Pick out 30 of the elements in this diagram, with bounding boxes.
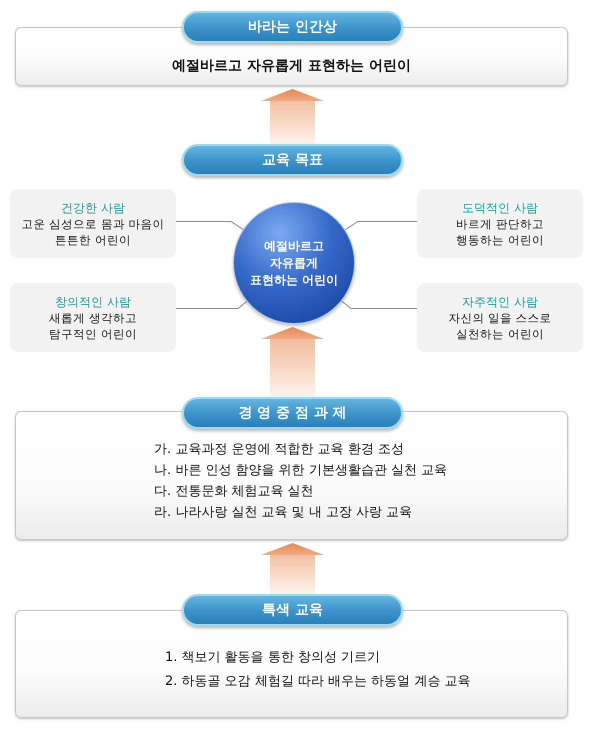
list-item: 2. 하동골 오감 체험길 따라 배우는 하동얼 계승 교육 (165, 673, 470, 691)
title-banner: 경 영 중 점 과 제 (182, 397, 403, 429)
block-arrow (261, 543, 324, 594)
motto-text: 예절바르고 자유롭게 표현하는 어린이 (172, 57, 411, 75)
goal-card (417, 283, 583, 352)
list-item: 1. 책보기 활동을 통한 창의성 기르기 (165, 649, 380, 667)
goal-title: 건강한 사람 (61, 200, 125, 216)
title-banner: 특색 교육 (182, 594, 403, 626)
goal-description: 새롭게 생각하고 탐구적인 어린이 (48, 310, 138, 342)
goal-title: 자주적인 사람 (462, 294, 538, 310)
title-banner: 바라는 인간상 (182, 11, 403, 43)
connector-line (341, 300, 418, 309)
connector-line (176, 301, 248, 309)
title-banner: 교육 목표 (182, 144, 403, 176)
goal-card (10, 283, 176, 352)
goal-description: 자신의 일을 스스로 실천하는 어린이 (447, 310, 553, 342)
goal-card (10, 189, 176, 258)
goal-card (417, 189, 583, 258)
goal-title: 창의적인 사람 (55, 294, 131, 310)
list-item: 가. 교육과정 운영에 적합한 교육 환경 조성 (154, 441, 404, 459)
block-arrow (261, 327, 324, 397)
connector-line (344, 221, 418, 230)
connector-line (176, 221, 244, 230)
goal-description: 고운 심성으로 몸과 마음이 튼튼한 어린이 (20, 216, 166, 248)
list-item: 다. 전통문화 체험교육 실천 (154, 483, 314, 501)
goal-title: 도덕적인 사람 (462, 200, 538, 216)
list-item: 나. 바른 인성 함양을 위한 기본생활습관 실천 교육 (154, 462, 448, 480)
list-item: 라. 나라사랑 실천 교육 및 내 고장 사랑 교육 (154, 504, 412, 522)
goal-description: 바르게 판단하고 행동하는 어린이 (455, 216, 545, 248)
goal-circle: 예절바르고 자유롭게 표현하는 어린이 (233, 202, 355, 324)
